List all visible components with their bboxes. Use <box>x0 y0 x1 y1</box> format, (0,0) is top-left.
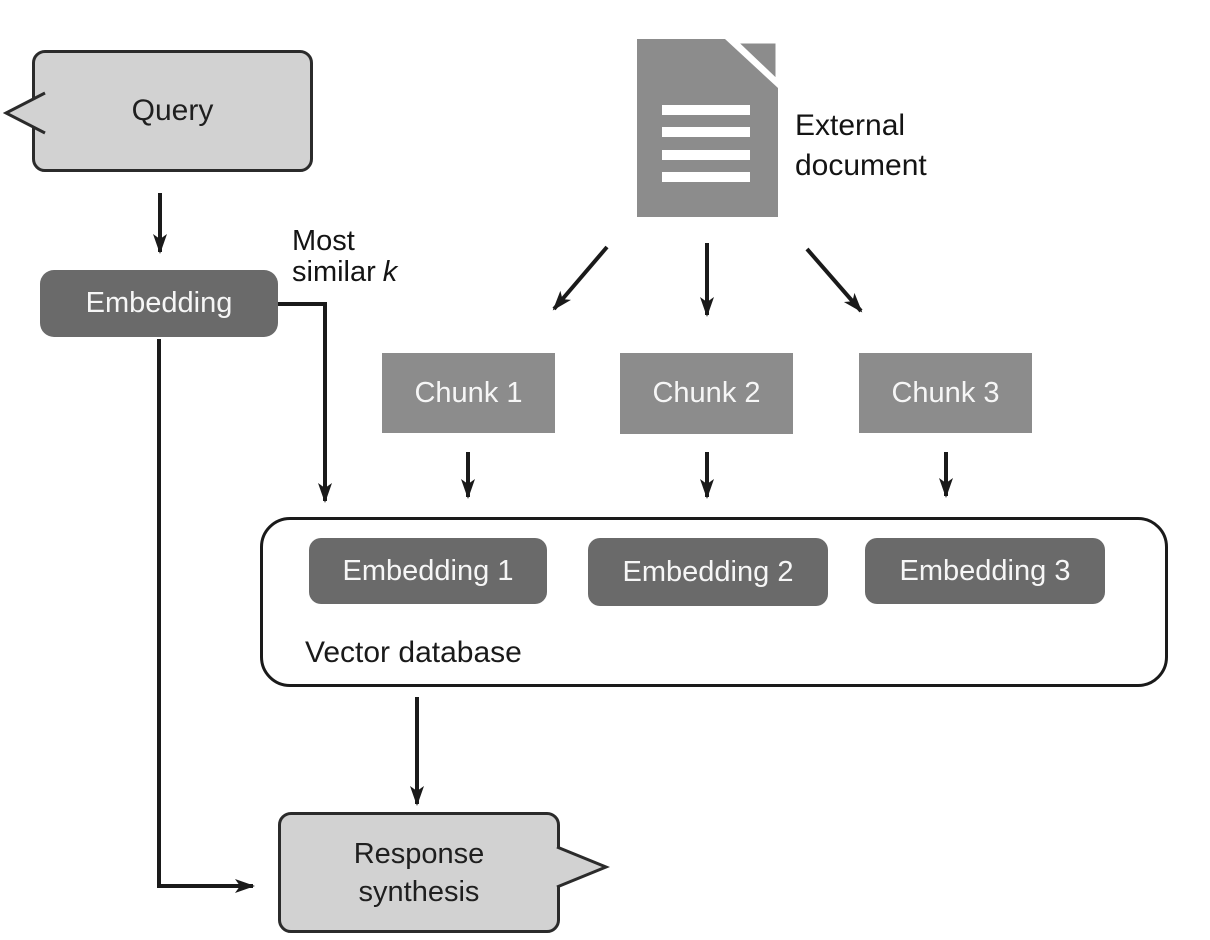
chunk-3-box: Chunk 3 <box>859 353 1032 433</box>
embedding-3-box: Embedding 3 <box>865 538 1105 604</box>
arrow-embedding-to-response <box>157 339 255 893</box>
vector-database-label: Vector database <box>305 636 522 669</box>
embedding-2-box: Embedding 2 <box>588 538 828 606</box>
document-icon <box>637 39 778 217</box>
response-bubble-tail-icon <box>556 845 610 889</box>
arrow-document-to-chunk3 <box>805 247 863 313</box>
embedding-label: Embedding <box>85 287 233 319</box>
chunk-2-box: Chunk 2 <box>620 353 793 434</box>
query-label: Query <box>131 94 214 127</box>
arrow-embedding-to-vectordb <box>278 302 332 503</box>
chunk-1-box: Chunk 1 <box>382 353 555 433</box>
arrow-document-to-chunk1 <box>552 245 609 311</box>
external-document-label: External document <box>795 109 927 182</box>
response-synthesis-box: Response synthesis <box>278 812 560 933</box>
query-box: Query <box>32 50 313 172</box>
embedding-1-box: Embedding 1 <box>309 538 547 604</box>
k-variable: k <box>382 256 398 288</box>
embedding-box: Embedding <box>40 270 278 337</box>
query-bubble-tail-icon <box>3 91 46 135</box>
